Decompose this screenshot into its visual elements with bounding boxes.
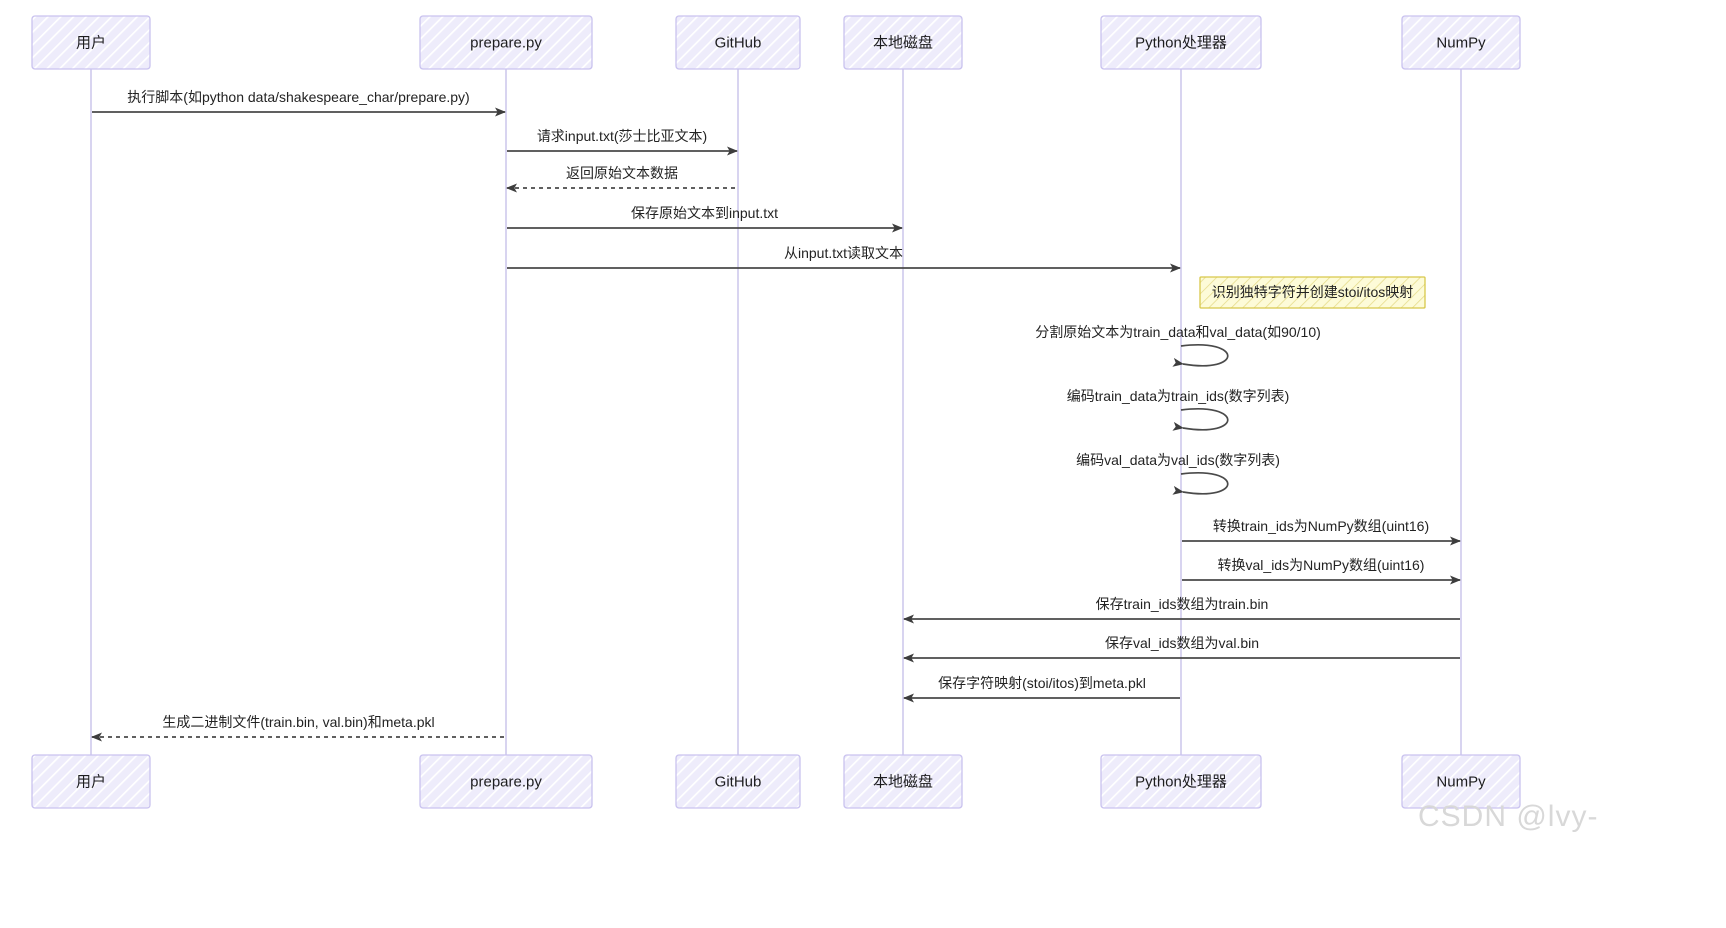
- message-label: 转换train_ids为NumPy数组(uint16): [1213, 518, 1429, 534]
- note-text: 识别独特字符并创建stoi/itos映射: [1212, 284, 1413, 300]
- actor-python-bottom[interactable]: Python处理器: [1100, 754, 1262, 809]
- actor-label: 本地磁盘: [873, 772, 933, 790]
- actor-box: [31, 15, 151, 70]
- message-10: 转换val_ids为NumPy数组(uint16): [1182, 557, 1461, 585]
- message-3: 返回原始文本数据: [506, 165, 737, 193]
- actor-numpy-top[interactable]: NumPy: [1401, 15, 1521, 70]
- actor-box: [675, 754, 801, 809]
- message-label: 返回原始文本数据: [566, 165, 678, 181]
- message-7: 编码train_data为train_ids(数字列表): [1067, 388, 1290, 431]
- message-5: 从input.txt读取文本: [507, 245, 1181, 273]
- actors-top-group: 用户 prepare.py GitHub 本地磁盘 Python处理器 NumPy: [31, 15, 1521, 70]
- watermark-text: CSDN @lvy-: [1418, 800, 1598, 833]
- actor-label: 用户: [76, 773, 106, 790]
- actor-user-bottom[interactable]: 用户: [31, 754, 151, 809]
- actor-github-top[interactable]: GitHub: [675, 15, 801, 70]
- message-label: 执行脚本(如python data/shakespeare_char/prepa…: [127, 89, 469, 105]
- actor-box: [675, 15, 801, 70]
- message-label: 编码train_data为train_ids(数字列表): [1067, 388, 1290, 404]
- actor-disk-top[interactable]: 本地磁盘: [843, 15, 963, 70]
- actor-box: [419, 15, 593, 70]
- message-label: 转换val_ids为NumPy数组(uint16): [1218, 557, 1425, 573]
- message-13: 保存字符映射(stoi/itos)到meta.pkl: [903, 675, 1180, 703]
- actor-label: Python处理器: [1135, 773, 1227, 790]
- actor-box: [1100, 15, 1262, 70]
- actor-disk-bottom[interactable]: 本地磁盘: [843, 754, 963, 809]
- message-9: 转换train_ids为NumPy数组(uint16): [1182, 518, 1461, 546]
- actor-label: GitHub: [715, 773, 762, 790]
- actors-bottom-group: 用户 prepare.py GitHub 本地磁盘 Python处理器 NumPy: [31, 754, 1521, 809]
- actor-label: NumPy: [1436, 773, 1486, 790]
- self-message-arrow: [1172, 408, 1229, 431]
- message-2: 请求input.txt(莎士比亚文本): [507, 128, 738, 156]
- actor-box: [31, 754, 151, 809]
- message-8: 编码val_data为val_ids(数字列表): [1076, 452, 1280, 495]
- message-label: 保存字符映射(stoi/itos)到meta.pkl: [938, 675, 1146, 691]
- message-4: 保存原始文本到input.txt: [507, 205, 903, 233]
- actor-numpy-bottom[interactable]: NumPy: [1401, 754, 1521, 809]
- message-label: 保存val_ids数组为val.bin: [1105, 635, 1259, 651]
- message-label: 编码val_data为val_ids(数字列表): [1076, 452, 1280, 468]
- actor-python-top[interactable]: Python处理器: [1100, 15, 1262, 70]
- actor-github-bottom[interactable]: GitHub: [675, 754, 801, 809]
- message-label: 生成二进制文件(train.bin, val.bin)和meta.pkl: [162, 714, 434, 730]
- actor-box: [1401, 754, 1521, 809]
- message-11: 保存train_ids数组为train.bin: [903, 596, 1460, 624]
- actor-prepare-top[interactable]: prepare.py: [419, 15, 593, 70]
- actor-label: GitHub: [715, 34, 762, 51]
- messages-group: 执行脚本(如python data/shakespeare_char/prepa…: [91, 89, 1461, 742]
- actor-label: 用户: [76, 34, 106, 51]
- message-1: 执行脚本(如python data/shakespeare_char/prepa…: [92, 89, 506, 117]
- note-box: [1199, 276, 1426, 309]
- note-1: 识别独特字符并创建stoi/itos映射: [1199, 276, 1426, 309]
- actor-box: [843, 15, 963, 70]
- self-message-arrow: [1172, 344, 1229, 367]
- actor-user-top[interactable]: 用户: [31, 15, 151, 70]
- actor-label: 本地磁盘: [873, 33, 933, 51]
- notes-group: 识别独特字符并创建stoi/itos映射: [1199, 276, 1426, 309]
- lifelines-group: [90, 68, 1462, 756]
- actor-label: prepare.py: [470, 34, 542, 51]
- message-6: 分割原始文本为train_data和val_data(如90/10): [1035, 324, 1321, 367]
- message-label: 请求input.txt(莎士比亚文本): [537, 128, 707, 144]
- message-label: 保存train_ids数组为train.bin: [1096, 596, 1269, 612]
- actor-box: [1401, 15, 1521, 70]
- actor-label: prepare.py: [470, 773, 542, 790]
- actor-label: Python处理器: [1135, 34, 1227, 51]
- self-message-arrow: [1172, 472, 1229, 495]
- actor-box: [843, 754, 963, 809]
- actor-box: [1100, 754, 1262, 809]
- message-12: 保存val_ids数组为val.bin: [903, 635, 1460, 663]
- actor-prepare-bottom[interactable]: prepare.py: [419, 754, 593, 809]
- message-label: 从input.txt读取文本: [784, 245, 903, 261]
- actor-label: NumPy: [1436, 34, 1486, 51]
- message-label: 分割原始文本为train_data和val_data(如90/10): [1035, 324, 1321, 340]
- message-14: 生成二进制文件(train.bin, val.bin)和meta.pkl: [91, 714, 505, 742]
- actor-box: [419, 754, 593, 809]
- message-label: 保存原始文本到input.txt: [631, 205, 778, 221]
